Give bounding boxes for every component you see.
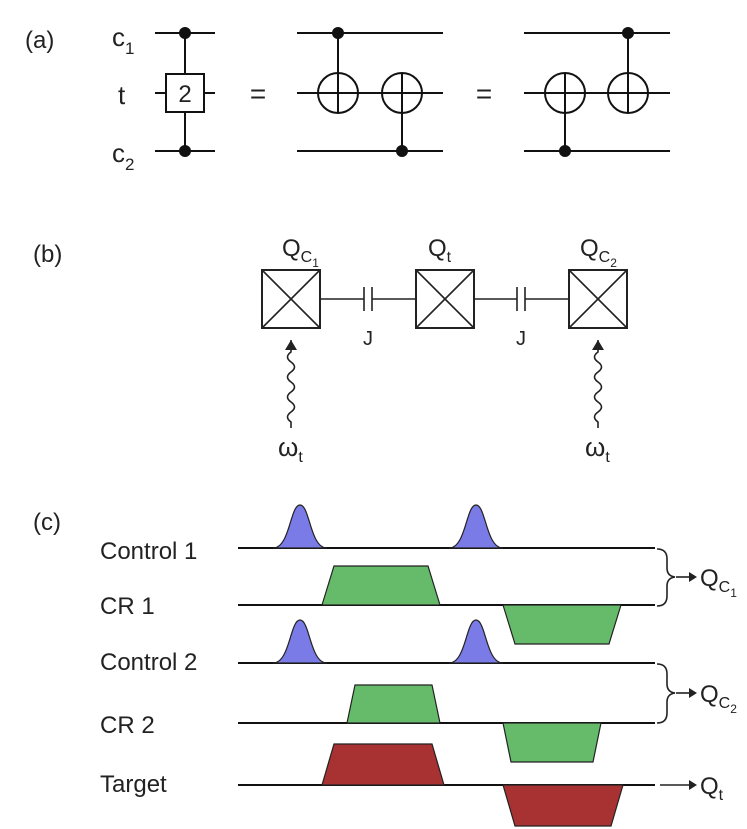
control-1-pulse-1 <box>272 504 328 549</box>
output-arrow-qt <box>660 780 697 790</box>
brace-control-1-cr-1 <box>656 548 676 607</box>
control-dot <box>179 145 191 157</box>
brace-control-2-cr-2 <box>656 663 676 724</box>
cr-1-pulse-negative <box>502 604 622 645</box>
circuit-two-cnots-b <box>524 27 670 157</box>
coupler-label-left: J <box>363 328 373 350</box>
control-2-pulse-2 <box>448 619 504 664</box>
drive-label-right: ωt <box>585 432 610 466</box>
qubit-label-qc1: QC1 <box>282 235 319 270</box>
row-label-control-2: Control 2 <box>100 649 197 676</box>
panel-c-label: (c) <box>33 509 61 536</box>
cr-2-pulse-positive <box>346 684 441 724</box>
gate-box <box>165 73 205 113</box>
control-dot <box>622 27 634 39</box>
drive-wave-icon-right <box>592 340 604 428</box>
control-dot <box>332 27 344 39</box>
coupler-label-right: J <box>516 328 526 350</box>
control-dot <box>179 27 191 39</box>
panel-a-label: (a) <box>25 27 54 54</box>
circuit-two-cnots-a <box>297 27 443 157</box>
row-label-control-1: Control 1 <box>100 538 197 565</box>
control-dot <box>559 145 571 157</box>
wire-label-c1: c1 <box>112 22 134 58</box>
target-pulse-negative <box>502 784 624 827</box>
row-label-cr-2: CR 2 <box>100 712 155 739</box>
gate-label: 2 <box>178 81 191 108</box>
coupler-right <box>474 287 569 311</box>
output-arrow-qc2 <box>676 688 697 698</box>
qubit-label-qc2: QC2 <box>580 235 617 270</box>
cr-2-pulse-negative <box>502 722 602 763</box>
output-label-qc2: QC2 <box>700 681 737 716</box>
qubit-label-qt: Qt <box>428 235 452 266</box>
row-label-cr-1: CR 1 <box>100 593 155 620</box>
wire-label-t: t <box>118 80 126 110</box>
equals-sign: = <box>476 78 492 109</box>
control-dot <box>396 145 408 157</box>
equals-sign: = <box>250 78 266 109</box>
output-label-qc1: QC1 <box>700 565 737 600</box>
coupler-left <box>320 287 416 311</box>
drive-wave-icon-left <box>285 340 297 428</box>
qubit-box-qt <box>415 269 475 329</box>
target-pulse-positive <box>321 743 445 786</box>
cr-1-pulse-positive <box>321 565 441 606</box>
output-arrow-qc1 <box>676 572 697 582</box>
drive-label-left: ωt <box>278 432 303 466</box>
panel-b-label: (b) <box>33 241 62 268</box>
output-label-qt: Qt <box>700 773 724 804</box>
qubit-box-qc2 <box>568 269 628 329</box>
circuit-toffoli-like: 2 <box>155 27 215 157</box>
control-1-pulse-2 <box>448 504 504 549</box>
wire-label-c2: c2 <box>112 138 134 174</box>
control-2-pulse-1 <box>272 619 328 664</box>
row-label-target: Target <box>100 771 167 798</box>
qubit-box-qc1 <box>261 269 321 329</box>
